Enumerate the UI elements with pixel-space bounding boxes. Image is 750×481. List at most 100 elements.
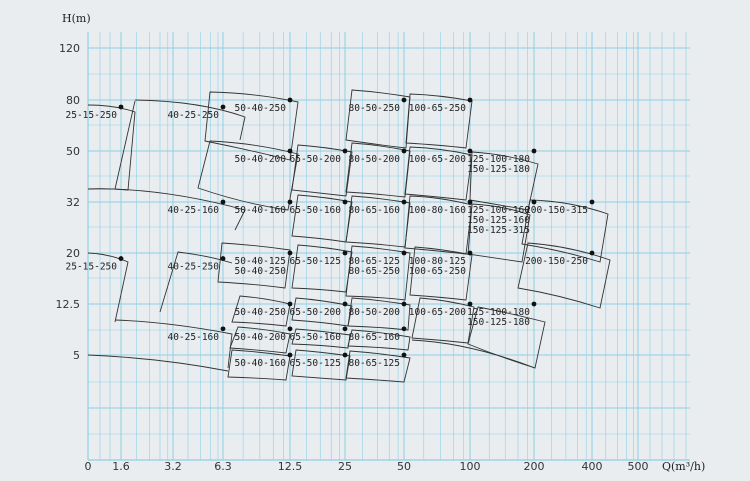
- pump-model-label: 40-25-250: [168, 262, 220, 273]
- pump-model-label: 50-40-160: [235, 205, 287, 216]
- x-tick-label: 25: [338, 460, 352, 473]
- y-tick-label: 80: [66, 94, 80, 107]
- duty-point: [589, 250, 595, 256]
- pump-region-outline: [197, 140, 299, 211]
- pump-model-label: 150-125-160: [467, 215, 530, 226]
- duty-point: [531, 199, 537, 205]
- pump-model-label: 100-80-160: [409, 205, 466, 216]
- duty-point: [220, 199, 226, 205]
- pump-region-outline: [521, 199, 609, 263]
- pump-model-label: 65-50-160: [290, 332, 342, 343]
- pump-region-outline: [405, 93, 473, 149]
- y-tick-label: 5: [73, 349, 80, 362]
- pump-model-label: 50-40-125: [235, 256, 286, 267]
- duty-point: [401, 148, 407, 154]
- pump-region-outline: [114, 100, 136, 190]
- pump-model-label: 65-50-160: [290, 205, 342, 216]
- pump-region-outline: [114, 319, 233, 369]
- duty-point: [467, 199, 473, 205]
- pump-model-label: 80-50-200: [349, 154, 401, 165]
- pump-model-label: 50-40-250: [235, 103, 287, 114]
- pump-region-outline: [87, 354, 229, 372]
- y-tick-label: 50: [66, 145, 80, 158]
- duty-point: [401, 301, 407, 307]
- x-tick-label: 400: [582, 460, 603, 473]
- pump-model-label: 150-125-315: [467, 225, 530, 236]
- pump-region-outline: [87, 188, 246, 231]
- pump-region-outline: [159, 251, 233, 313]
- duty-point: [467, 301, 473, 307]
- x-tick-label: 100: [460, 460, 481, 473]
- pump-model-label: 50-40-160: [235, 358, 287, 369]
- pump-region-outline: [217, 242, 291, 289]
- pump-region-outline: [347, 329, 411, 351]
- y-tick-label: 120: [59, 42, 80, 55]
- x-tick-label: 1.6: [112, 460, 130, 473]
- pump-model-label: 125-100-160: [467, 205, 530, 216]
- pump-model-label: 100-65-200: [409, 154, 466, 165]
- pump-model-label: 150-125-180: [467, 317, 530, 328]
- pump-region-outline: [345, 245, 411, 301]
- duty-point: [287, 199, 293, 205]
- pump-model-label: 200-150-250: [525, 256, 588, 267]
- pump-region-outline: [404, 146, 473, 201]
- duty-point: [342, 352, 348, 358]
- pump-model-label: 150-125-180: [467, 164, 530, 175]
- pump-region-outline: [517, 242, 611, 309]
- pump-labels: 25-15-25025-15-25040-25-25040-25-16040-2…: [66, 103, 589, 369]
- pump-model-label: 100-80-125: [409, 256, 466, 267]
- duty-point: [118, 104, 124, 110]
- pump-region-outline: [227, 349, 291, 381]
- x-tick-label: 500: [628, 460, 649, 473]
- pump-model-label: 50-40-250: [235, 307, 287, 318]
- pump-model-label: 100-65-250: [409, 266, 466, 277]
- duty-point: [401, 199, 407, 205]
- pump-region-outline: [411, 339, 536, 369]
- duty-point: [342, 250, 348, 256]
- duty-point: [220, 104, 226, 110]
- pump-region-outline: [345, 142, 411, 198]
- pump-model-label: 125-100-180: [467, 307, 530, 318]
- pump-region-outline: [291, 349, 351, 381]
- duty-point: [401, 250, 407, 256]
- pump-region-outline: [345, 350, 411, 383]
- grid: [87, 32, 690, 461]
- duty-point: [401, 326, 407, 332]
- y-tick-label: 20: [66, 247, 80, 260]
- pump-region-outline: [87, 252, 129, 323]
- pump-region-outline: [467, 203, 531, 263]
- pump-model-label: 80-65-125: [349, 358, 400, 369]
- pump-model-label: 80-50-250: [349, 103, 401, 114]
- pump-model-label: 65-50-125: [290, 358, 341, 369]
- pump-model-label: 65-50-200: [290, 307, 342, 318]
- duty-point: [467, 148, 473, 154]
- x-tick-label: 6.3: [214, 460, 232, 473]
- pump-region-outline: [469, 151, 539, 211]
- pump-model-label: 100-65-250: [409, 103, 466, 114]
- pump-region-outline: [291, 244, 353, 293]
- pump-model-label: 25-15-250: [66, 110, 118, 121]
- duty-point: [287, 301, 293, 307]
- pump-model-label: 40-25-160: [168, 205, 220, 216]
- pump-model-label: 80-65-160: [349, 205, 401, 216]
- pump-model-label: 40-25-160: [168, 332, 220, 343]
- pump-model-label: 65-50-200: [290, 154, 342, 165]
- pump-model-label: 80-65-250: [349, 266, 401, 277]
- pump-region-outline: [345, 195, 411, 248]
- duty-point: [401, 352, 407, 358]
- duty-point: [287, 326, 293, 332]
- duty-point: [531, 301, 537, 307]
- duty-point: [342, 148, 348, 154]
- duty-point: [589, 199, 595, 205]
- pump-model-label: 80-50-200: [349, 307, 401, 318]
- x-tick-label: 3.2: [164, 460, 182, 473]
- pump-region-outline: [347, 297, 411, 331]
- duty-point: [287, 148, 293, 154]
- duty-point: [342, 326, 348, 332]
- pump-model-label: 100-65-200: [409, 307, 466, 318]
- pump-model-label: 200-150-315: [525, 205, 588, 216]
- duty-point: [287, 352, 293, 358]
- pump-model-label: 50-40-200: [235, 332, 287, 343]
- y-tick-label: 12.5: [56, 298, 81, 311]
